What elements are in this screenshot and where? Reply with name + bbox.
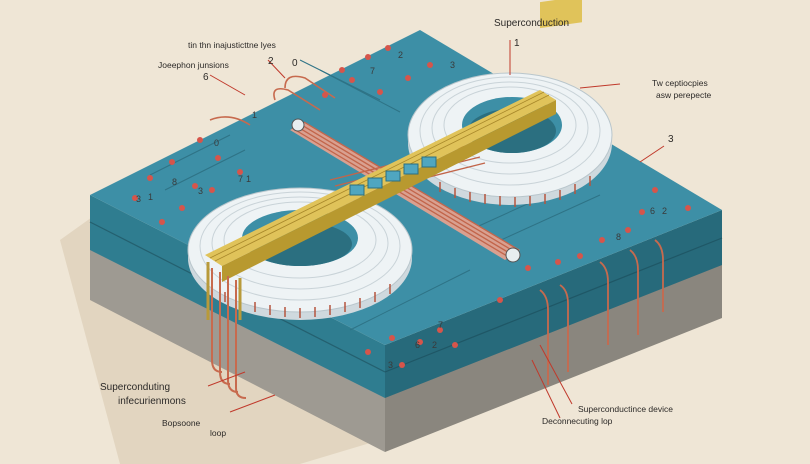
cable-end-cap (291, 118, 305, 132)
label-josephson-num-6: 6 (203, 72, 209, 83)
junction-blocks (349, 156, 437, 196)
josephson-junction-dots (132, 45, 691, 368)
gold-rail-end (540, 0, 582, 29)
board-num: 3 (388, 360, 393, 370)
left-gold-posts (206, 262, 242, 320)
label-right-top-1: Tw ceptiocpies (652, 78, 708, 88)
right-drop-wires (539, 239, 664, 385)
board-number-labels: 2 7 3 1 0 8 3 1 3 7 1 7 6 2 3 6 2 8 (136, 50, 667, 370)
board-num: 3 (450, 60, 455, 70)
label-superconducting: Superconduting (100, 382, 170, 393)
board-num: 6 (650, 206, 655, 216)
board-num: 7 (238, 174, 243, 184)
board-num: 3 (198, 186, 203, 196)
label-infecurienmons: infecurienmons (118, 396, 186, 407)
label-josephson-num-0: 0 (292, 58, 298, 69)
left-drop-wires (211, 268, 247, 399)
board-num: 2 (432, 340, 437, 350)
label-josephson-junctions: Joeephon junsions (158, 60, 229, 70)
leader-lines (207, 40, 665, 419)
label-josephson-num-2: 2 (268, 56, 274, 67)
label-deconnecuting-lop: Deconnecuting lop (542, 416, 613, 426)
board-side-right (385, 210, 722, 398)
label-loop: loop (210, 428, 226, 438)
top-wires (209, 75, 336, 126)
board-num: 1 (148, 192, 153, 202)
board-num: 1 (246, 174, 251, 184)
label-bopsoone: Bopsoone (162, 418, 201, 428)
right-coil-pins (439, 176, 591, 207)
board-num: 6 (415, 340, 420, 350)
label-superconductince-device: Superconductince device (578, 404, 673, 414)
label-top-left: tin thn inajusticttne lyes (188, 40, 276, 50)
board-layer-line (384, 237, 723, 373)
board-num: 7 (370, 66, 375, 76)
cable-end-cap (505, 247, 521, 263)
board-num: 2 (398, 50, 403, 60)
label-right-num: 3 (668, 134, 674, 145)
board-num: 7 (438, 320, 443, 330)
label-right-top-2: asw perepecte (656, 90, 712, 100)
board-num: 3 (136, 194, 141, 204)
board-num: 0 (214, 138, 219, 148)
board-num: 2 (662, 206, 667, 216)
base-front-left (90, 245, 385, 452)
board-num: 8 (616, 232, 621, 242)
label-superconduction: Superconduction (494, 18, 569, 29)
label-superconduction-num: 1 (514, 38, 520, 49)
board-num: 1 (252, 110, 257, 120)
board-num: 8 (172, 177, 177, 187)
